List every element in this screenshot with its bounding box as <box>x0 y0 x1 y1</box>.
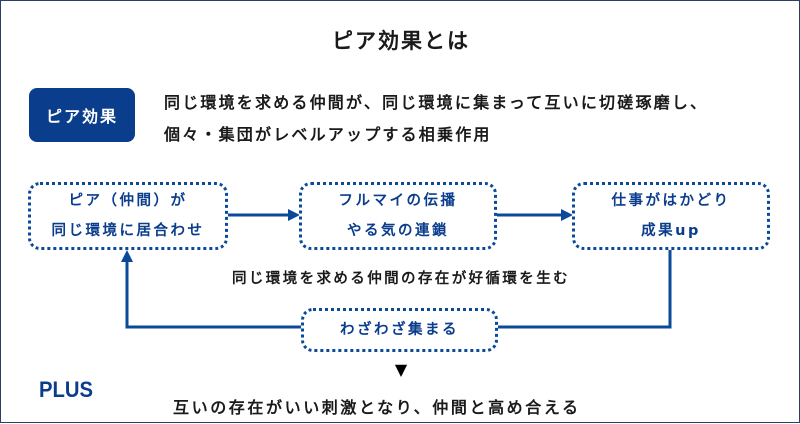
cycle-step-peers-together: ピア（仲間）が 同じ環境に居合わせ <box>28 182 228 250</box>
page-title: ピア効果とは <box>332 29 470 53</box>
cycle-caption: 同じ環境を求める仲間の存在が好循環を生む <box>232 271 570 287</box>
arrowhead-up-icon <box>121 250 133 262</box>
plus-label: PLUS <box>39 377 93 402</box>
definition-line: 同じ環境を求める仲間が、同じ環境に集まって互いに切磋琢磨し、 <box>164 93 709 112</box>
plus-result-text: 互いの存在がいい刺激となり、仲間と高め合える <box>173 398 581 417</box>
step-line: フルマイの伝播 <box>338 193 458 209</box>
step-line: やる気の連鎖 <box>347 223 449 239</box>
definition-line: 個々・集団がレベルアップする相乗作用 <box>164 125 492 144</box>
definition-badge: ピア効果 <box>29 88 135 142</box>
step-line: ピア（仲間）が <box>68 193 188 209</box>
cycle-step-results-up: 仕事がはかどり 成果up <box>572 182 770 250</box>
step-line: 同じ環境に居合わせ <box>51 223 205 239</box>
cycle-step-gather: わざわざ集まる <box>301 308 498 352</box>
step-line: 成果up <box>641 223 701 239</box>
down-triangle-icon: ▼ <box>394 360 408 379</box>
step-line: 仕事がはかどり <box>611 193 731 209</box>
definition-text: 同じ環境を求める仲間が、同じ環境に集まって互いに切磋琢磨し、 個々・集団がレベル… <box>164 87 784 151</box>
loop-line-right <box>498 250 672 329</box>
step-line: わざわざ集まる <box>340 322 459 338</box>
cycle-step-behavior-spread: フルマイの伝播 やる気の連鎖 <box>299 182 497 250</box>
